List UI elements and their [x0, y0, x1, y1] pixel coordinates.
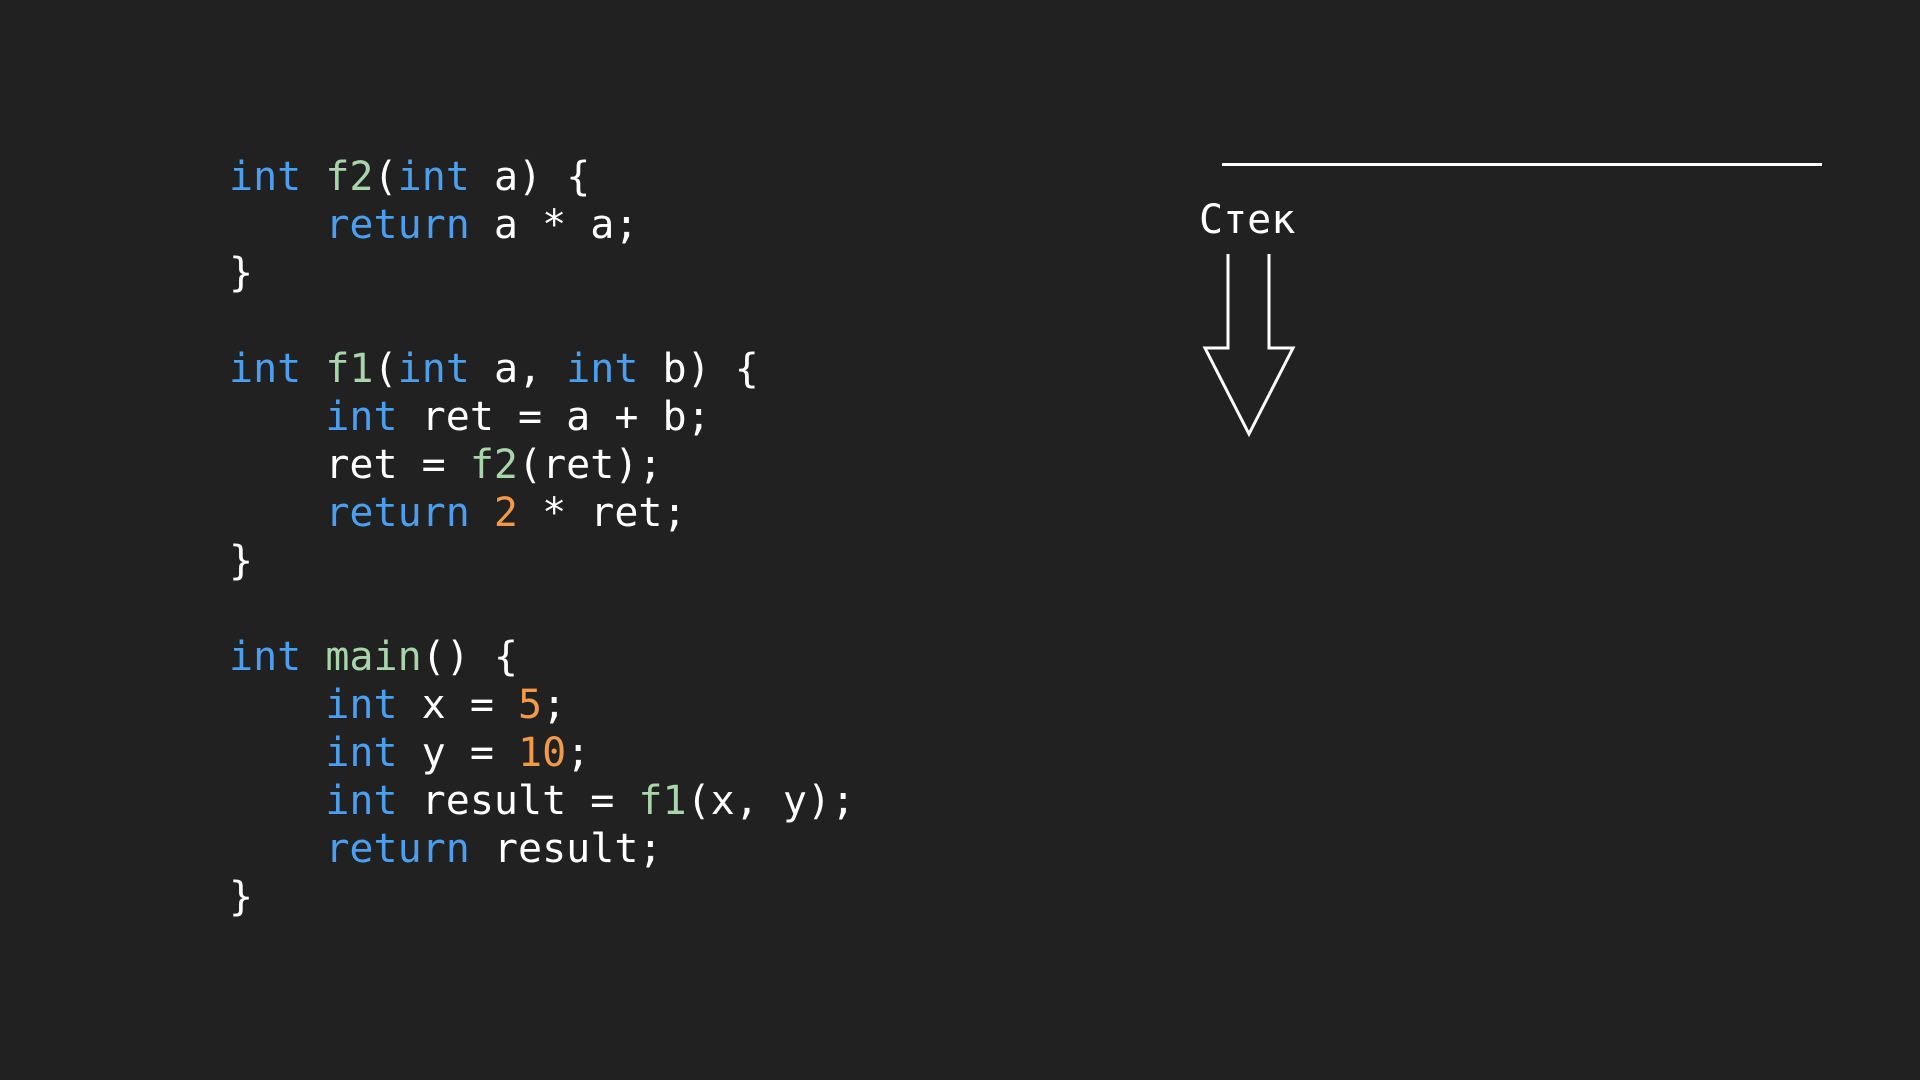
- code-line: [229, 585, 855, 633]
- keyword: int: [397, 346, 470, 392]
- code-text: }: [229, 874, 254, 920]
- code-text: ;: [542, 682, 567, 728]
- code-text: }: [229, 538, 254, 584]
- code-text: y =: [397, 730, 518, 776]
- code-line: int y = 10;: [229, 729, 855, 777]
- code-text: a) {: [469, 154, 591, 200]
- down-arrow-icon: [1202, 254, 1296, 438]
- code-block: int f2(int a) { return a * a;}int f1(int…: [229, 153, 855, 921]
- number-literal: 2: [493, 490, 519, 536]
- code-text: [229, 778, 325, 824]
- code-text: [229, 394, 325, 440]
- code-text: (: [373, 154, 398, 200]
- code-line: [229, 297, 855, 345]
- keyword: int: [325, 778, 398, 824]
- function-name: f2: [469, 442, 518, 488]
- code-line: ret = f2(ret);: [229, 441, 855, 489]
- code-text: [470, 490, 494, 536]
- stack-label: Стек: [1199, 197, 1296, 243]
- keyword: int: [325, 730, 398, 776]
- code-line: int main() {: [229, 633, 855, 681]
- code-text: a * a;: [469, 202, 639, 248]
- code-text: [301, 346, 325, 392]
- function-name: f2: [325, 154, 374, 200]
- keyword: int: [325, 682, 398, 728]
- code-text: [229, 730, 325, 776]
- code-text: [301, 154, 325, 200]
- code-line: int result = f1(x, y);: [229, 777, 855, 825]
- code-text: ;: [566, 730, 591, 776]
- code-line: int x = 5;: [229, 681, 855, 729]
- code-text: ret =: [229, 442, 470, 488]
- code-text: () {: [421, 634, 518, 680]
- code-text: ret = a + b;: [397, 394, 711, 440]
- keyword: int: [229, 634, 302, 680]
- code-text: [229, 490, 325, 536]
- function-name: f1: [638, 778, 687, 824]
- code-text: a,: [469, 346, 567, 392]
- keyword: int: [566, 346, 639, 392]
- code-line: return a * a;: [229, 201, 855, 249]
- keyword: int: [229, 346, 302, 392]
- code-line: return result;: [229, 825, 855, 873]
- code-text: [301, 634, 325, 680]
- code-text: result;: [469, 826, 663, 872]
- code-text: b) {: [638, 346, 759, 392]
- code-line: return 2 * ret;: [229, 489, 855, 537]
- code-line: int ret = a + b;: [229, 393, 855, 441]
- code-text: }: [229, 250, 254, 296]
- number-literal: 10: [518, 730, 567, 776]
- code-text: [229, 202, 325, 248]
- keyword: int: [397, 154, 470, 200]
- stack-top-line: [1222, 163, 1822, 166]
- code-line: int f2(int a) {: [229, 153, 855, 201]
- code-line: }: [229, 249, 855, 297]
- function-name: f1: [325, 346, 374, 392]
- keyword: return: [325, 202, 470, 248]
- keyword: return: [325, 490, 470, 536]
- code-text: * ret;: [518, 490, 687, 536]
- code-text: [229, 682, 325, 728]
- code-text: (x, y);: [686, 778, 856, 824]
- code-text: (ret);: [518, 442, 663, 488]
- code-line: }: [229, 537, 855, 585]
- keyword: int: [229, 154, 302, 200]
- code-line: }: [229, 873, 855, 921]
- code-text: [229, 826, 325, 872]
- code-line: int f1(int a, int b) {: [229, 345, 855, 393]
- code-text: result =: [397, 778, 639, 824]
- keyword: int: [325, 394, 398, 440]
- code-text: x =: [397, 682, 518, 728]
- number-literal: 5: [518, 682, 543, 728]
- function-name: main: [325, 634, 422, 680]
- keyword: return: [325, 826, 470, 872]
- code-text: (: [373, 346, 398, 392]
